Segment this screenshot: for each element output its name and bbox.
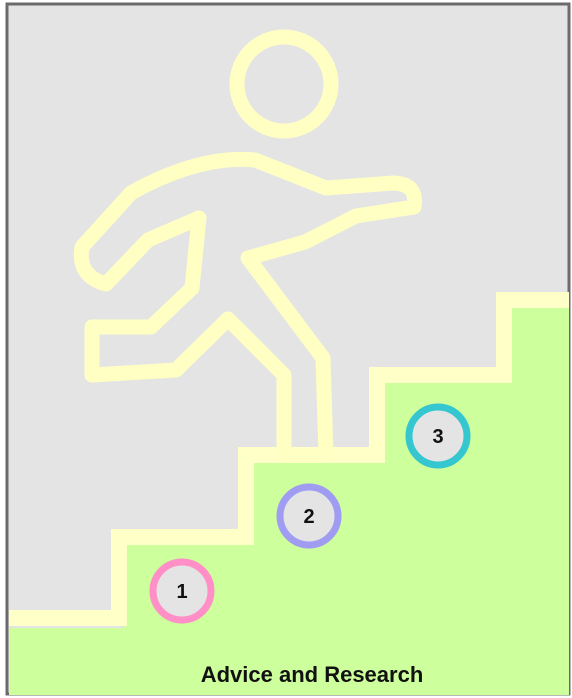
step-marker-3: 3 bbox=[409, 407, 467, 465]
step-marker-1: 1 bbox=[153, 562, 211, 620]
step-marker-3-label: 3 bbox=[432, 426, 443, 448]
step-marker-1-label: 1 bbox=[176, 581, 187, 603]
step-marker-2: 2 bbox=[280, 487, 338, 545]
step-marker-2-label: 2 bbox=[303, 506, 314, 528]
caption: Advice and Research bbox=[201, 662, 424, 687]
